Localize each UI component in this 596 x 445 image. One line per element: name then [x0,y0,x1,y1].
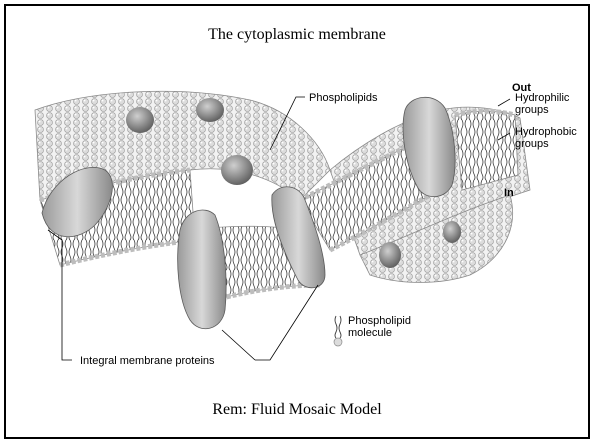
label-in: In [504,187,514,199]
globular-protein [221,155,253,185]
globular-protein [126,107,154,133]
label-phospholipids: Phospholipids [309,92,378,104]
phospholipid-molecule-icon [334,316,342,346]
globular-protein [196,98,224,122]
integral-protein-2 [178,210,226,329]
label-molecule: molecule [348,327,392,339]
label-phospholipid: Phospholipid [348,315,411,327]
label-integral-proteins: Integral membrane proteins [80,355,215,367]
globular-protein [379,242,401,268]
label-hydrophilic-groups: groups [515,104,549,116]
globular-protein [443,221,461,243]
label-hydrophobic: Hydrophobic [515,126,577,138]
label-hydrophilic: Hydrophilic [515,92,570,104]
label-hydrophobic-groups: groups [515,138,549,150]
